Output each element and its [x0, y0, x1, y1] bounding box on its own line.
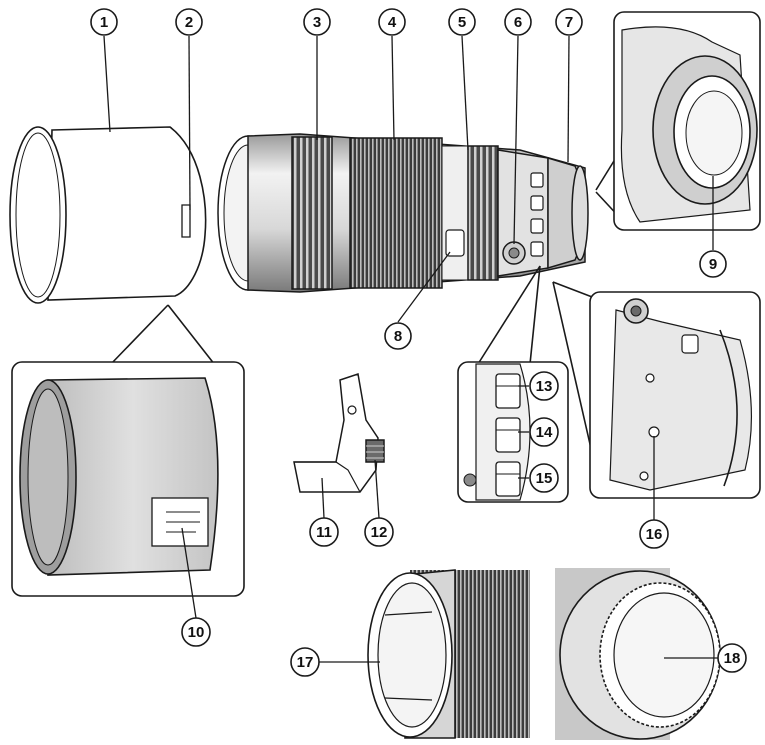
front-lens-cap — [367, 569, 530, 739]
callout-18: 18 — [717, 643, 747, 673]
callout-17-label: 17 — [297, 654, 314, 671]
callout-7-label: 7 — [565, 14, 573, 31]
callout-3: 3 — [303, 8, 331, 36]
callout-9: 9 — [699, 250, 727, 278]
callout-5-label: 5 — [458, 14, 466, 31]
callout-17: 17 — [290, 647, 320, 677]
callout-8-label: 8 — [394, 328, 402, 345]
lens-hood — [9, 126, 207, 304]
tripod-mount-inset — [552, 281, 761, 499]
callout-15: 15 — [529, 463, 559, 493]
callout-7: 7 — [555, 8, 583, 36]
callout-10-label: 10 — [188, 624, 205, 641]
leader-lines — [103, 35, 718, 663]
rear-mount-inset — [595, 11, 761, 231]
callout-4: 4 — [378, 8, 406, 36]
callout-11-label: 11 — [316, 524, 332, 541]
callout-18-label: 18 — [724, 650, 741, 667]
callout-1-label: 1 — [100, 14, 108, 31]
callout-13: 13 — [529, 371, 559, 401]
callout-9-label: 9 — [709, 256, 717, 273]
callout-6: 6 — [504, 8, 532, 36]
callout-2: 2 — [175, 8, 203, 36]
callout-4-label: 4 — [388, 14, 397, 31]
zoom-lock — [445, 229, 465, 257]
hood-detail-inset — [11, 304, 245, 597]
callout-1: 1 — [90, 8, 118, 36]
callout-15-label: 15 — [536, 470, 553, 487]
callout-16: 16 — [639, 519, 669, 549]
callout-14: 14 — [529, 417, 559, 447]
callout-12: 12 — [364, 517, 394, 547]
callout-11: 11 — [309, 517, 339, 547]
callout-14-label: 14 — [536, 424, 553, 441]
hood-lock-button — [181, 204, 191, 238]
callout-12-label: 12 — [371, 524, 388, 541]
callout-10: 10 — [181, 617, 211, 647]
callout-16-label: 16 — [646, 526, 663, 543]
callout-5: 5 — [448, 8, 476, 36]
zoom-ring — [349, 137, 443, 289]
callout-13-label: 13 — [536, 378, 553, 395]
tripod-foot — [293, 373, 385, 493]
callout-3-label: 3 — [313, 14, 321, 31]
callout-8: 8 — [384, 322, 412, 350]
aperture-ring — [467, 145, 499, 281]
callout-2-label: 2 — [185, 14, 193, 31]
callout-6-label: 6 — [514, 14, 522, 31]
focus-ring — [291, 136, 333, 290]
lens-body — [217, 133, 589, 293]
rear-lens-cap — [555, 568, 721, 740]
